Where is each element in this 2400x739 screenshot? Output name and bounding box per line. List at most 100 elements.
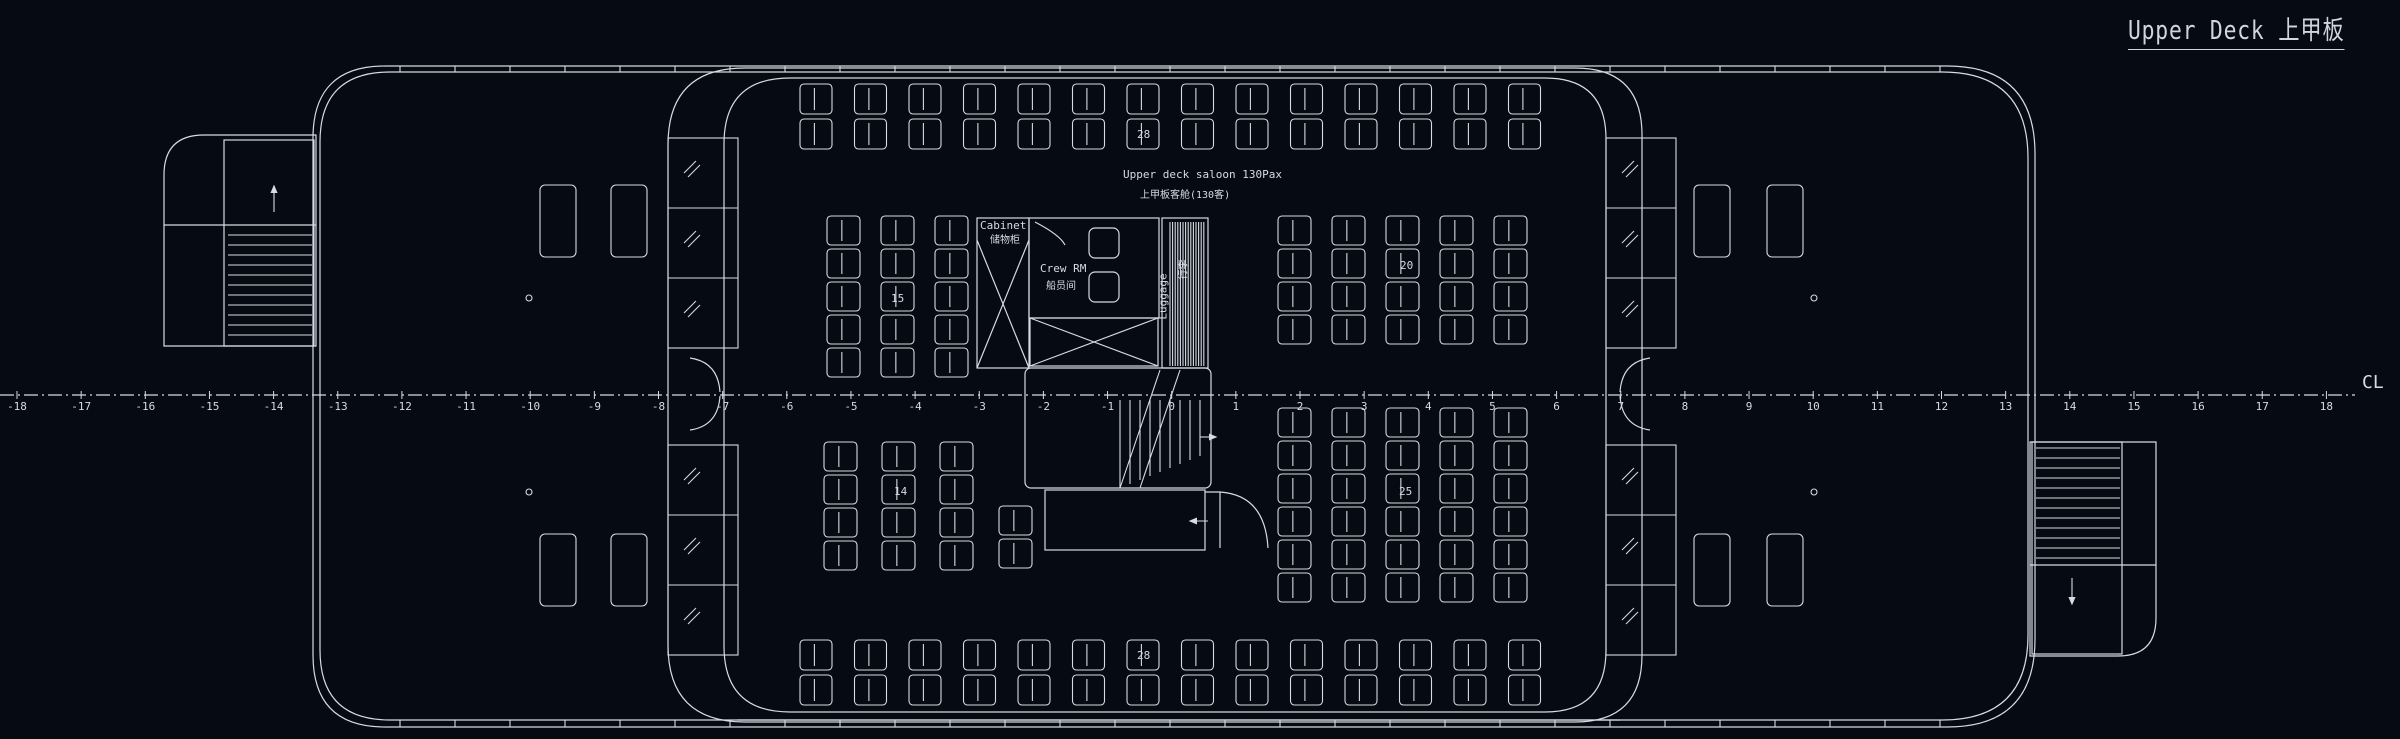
seat <box>962 639 997 671</box>
seat <box>826 215 861 246</box>
glass-hatch <box>683 537 697 551</box>
seat <box>1439 473 1474 504</box>
frame-label: -1 <box>1101 400 1114 413</box>
right-stair-inner <box>2031 441 2123 655</box>
seat <box>934 215 969 246</box>
right-side-door <box>1619 357 1651 431</box>
glass-hatch <box>683 160 697 174</box>
seat <box>1331 539 1366 570</box>
glass-hatch <box>683 230 697 244</box>
glass-hatch <box>687 471 701 485</box>
seat <box>1126 639 1160 671</box>
glass-hatch <box>1621 607 1635 621</box>
seat <box>1277 572 1312 603</box>
frame-label: -9 <box>588 400 601 413</box>
seat <box>1493 506 1528 537</box>
seat <box>939 474 974 505</box>
seat <box>1331 248 1366 279</box>
seat <box>853 639 888 671</box>
up-arrow-head <box>270 184 278 193</box>
glass-hatch <box>1625 234 1639 248</box>
seat <box>1344 83 1378 115</box>
frame-label: -15 <box>200 400 220 413</box>
seat <box>908 639 942 671</box>
seat <box>1017 639 1051 671</box>
seat <box>1453 674 1487 706</box>
seat <box>1331 506 1366 537</box>
seat <box>1385 473 1420 504</box>
deck-window <box>1693 184 1731 258</box>
seat <box>1071 83 1106 115</box>
seat <box>939 441 974 472</box>
glass-hatch <box>1621 537 1635 551</box>
seat <box>1493 281 1528 312</box>
glass-hatch <box>1625 541 1639 555</box>
frame-label: 16 <box>2191 400 2204 413</box>
glass-hatch <box>1625 164 1639 178</box>
frame-label: 1 <box>1233 400 1240 413</box>
seat <box>1331 215 1366 246</box>
seat <box>998 505 1033 536</box>
seat <box>1507 118 1542 150</box>
luggage-label-cn: 行李 <box>1178 259 1190 280</box>
seat <box>880 314 915 345</box>
seat <box>1453 118 1487 150</box>
seat <box>1289 83 1324 115</box>
frame-label: 10 <box>1807 400 1820 413</box>
seat <box>1439 539 1474 570</box>
deck-fitting <box>1810 488 1818 496</box>
seat-count-14: 14 <box>894 485 908 498</box>
deck-window <box>610 184 648 258</box>
seat <box>1071 674 1106 706</box>
crew-counter-cross-2 <box>1029 317 1159 367</box>
frame-label: -16 <box>135 400 155 413</box>
hull-outline-outer <box>312 65 2036 728</box>
frame-label: 18 <box>2320 400 2333 413</box>
window-bay <box>667 137 739 349</box>
seat <box>1439 281 1474 312</box>
seat <box>826 281 861 312</box>
left-stair-inner <box>223 139 315 347</box>
seat <box>823 507 858 538</box>
seat <box>881 441 916 472</box>
glass-hatch <box>683 300 697 314</box>
seat <box>1331 473 1366 504</box>
seat <box>1126 83 1160 115</box>
seat <box>1439 314 1474 345</box>
frame-label: 4 <box>1425 400 1432 413</box>
frame-label: 14 <box>2063 400 2077 413</box>
frame-label: 15 <box>2127 400 2140 413</box>
seat <box>1493 215 1528 246</box>
seat <box>1493 440 1528 471</box>
seat <box>908 118 942 150</box>
window-bay <box>667 444 739 656</box>
seat <box>1439 440 1474 471</box>
seat <box>1385 248 1420 279</box>
frame-label: 3 <box>1361 400 1368 413</box>
saloon-label: Upper deck saloon 130Pax <box>1123 168 1282 181</box>
frame-label: 2 <box>1297 400 1304 413</box>
stairwell-upper <box>1024 367 1212 489</box>
seat <box>1277 314 1312 345</box>
seat <box>1235 639 1269 671</box>
seat <box>1398 639 1433 671</box>
crew-room-label-cn: 船员间 <box>1046 281 1076 292</box>
seat-count-bottom: 28 <box>1137 649 1151 662</box>
glass-hatch <box>687 234 701 248</box>
seat <box>1235 674 1269 706</box>
seat <box>1180 639 1215 671</box>
seat <box>1277 407 1312 438</box>
stair-lower-door <box>1205 491 1269 549</box>
seat <box>823 540 858 571</box>
centerline-label: CL <box>2362 372 2384 393</box>
frame-label: 6 <box>1553 400 1560 413</box>
seat <box>1277 215 1312 246</box>
seat <box>1439 407 1474 438</box>
glass-hatch <box>1621 160 1635 174</box>
seat <box>799 674 833 706</box>
seat <box>939 540 974 571</box>
glass-hatch <box>687 304 701 318</box>
seat <box>1493 539 1528 570</box>
seat <box>998 538 1033 569</box>
glass-hatch <box>1625 471 1639 485</box>
